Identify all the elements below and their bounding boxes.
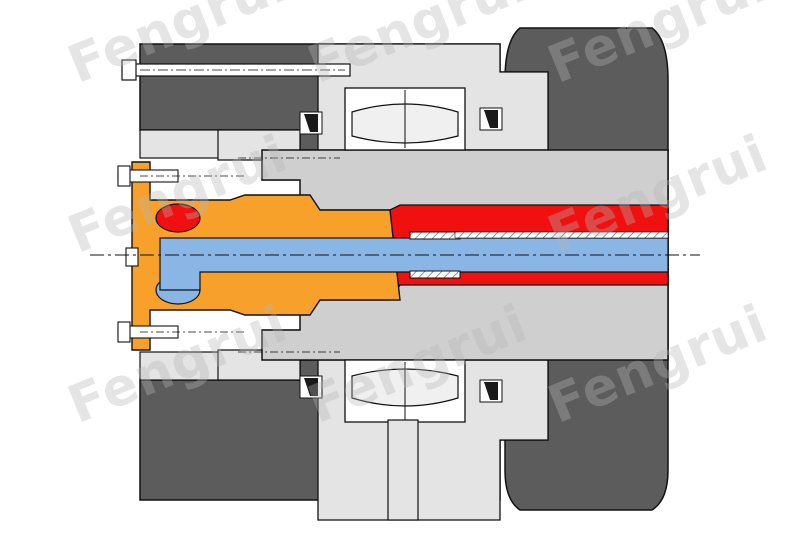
bearing-bottom	[344, 359, 466, 423]
seal-bottom-right	[479, 379, 503, 403]
bearing-top	[344, 87, 466, 151]
seal-bottom-left	[299, 375, 323, 399]
inner-tube-top	[409, 231, 461, 240]
housing-flange-left-top	[139, 129, 223, 159]
seal-top-left	[299, 111, 323, 135]
pressure-port	[155, 203, 201, 233]
housing-slot	[387, 419, 419, 521]
housing-flange-left-bottom	[139, 351, 223, 381]
bolt-center	[125, 247, 139, 267]
bolt-long-top	[121, 59, 351, 81]
inner-tube-bottom	[409, 270, 461, 279]
seal-top-right	[479, 107, 503, 131]
inner-tube-long	[454, 231, 669, 239]
